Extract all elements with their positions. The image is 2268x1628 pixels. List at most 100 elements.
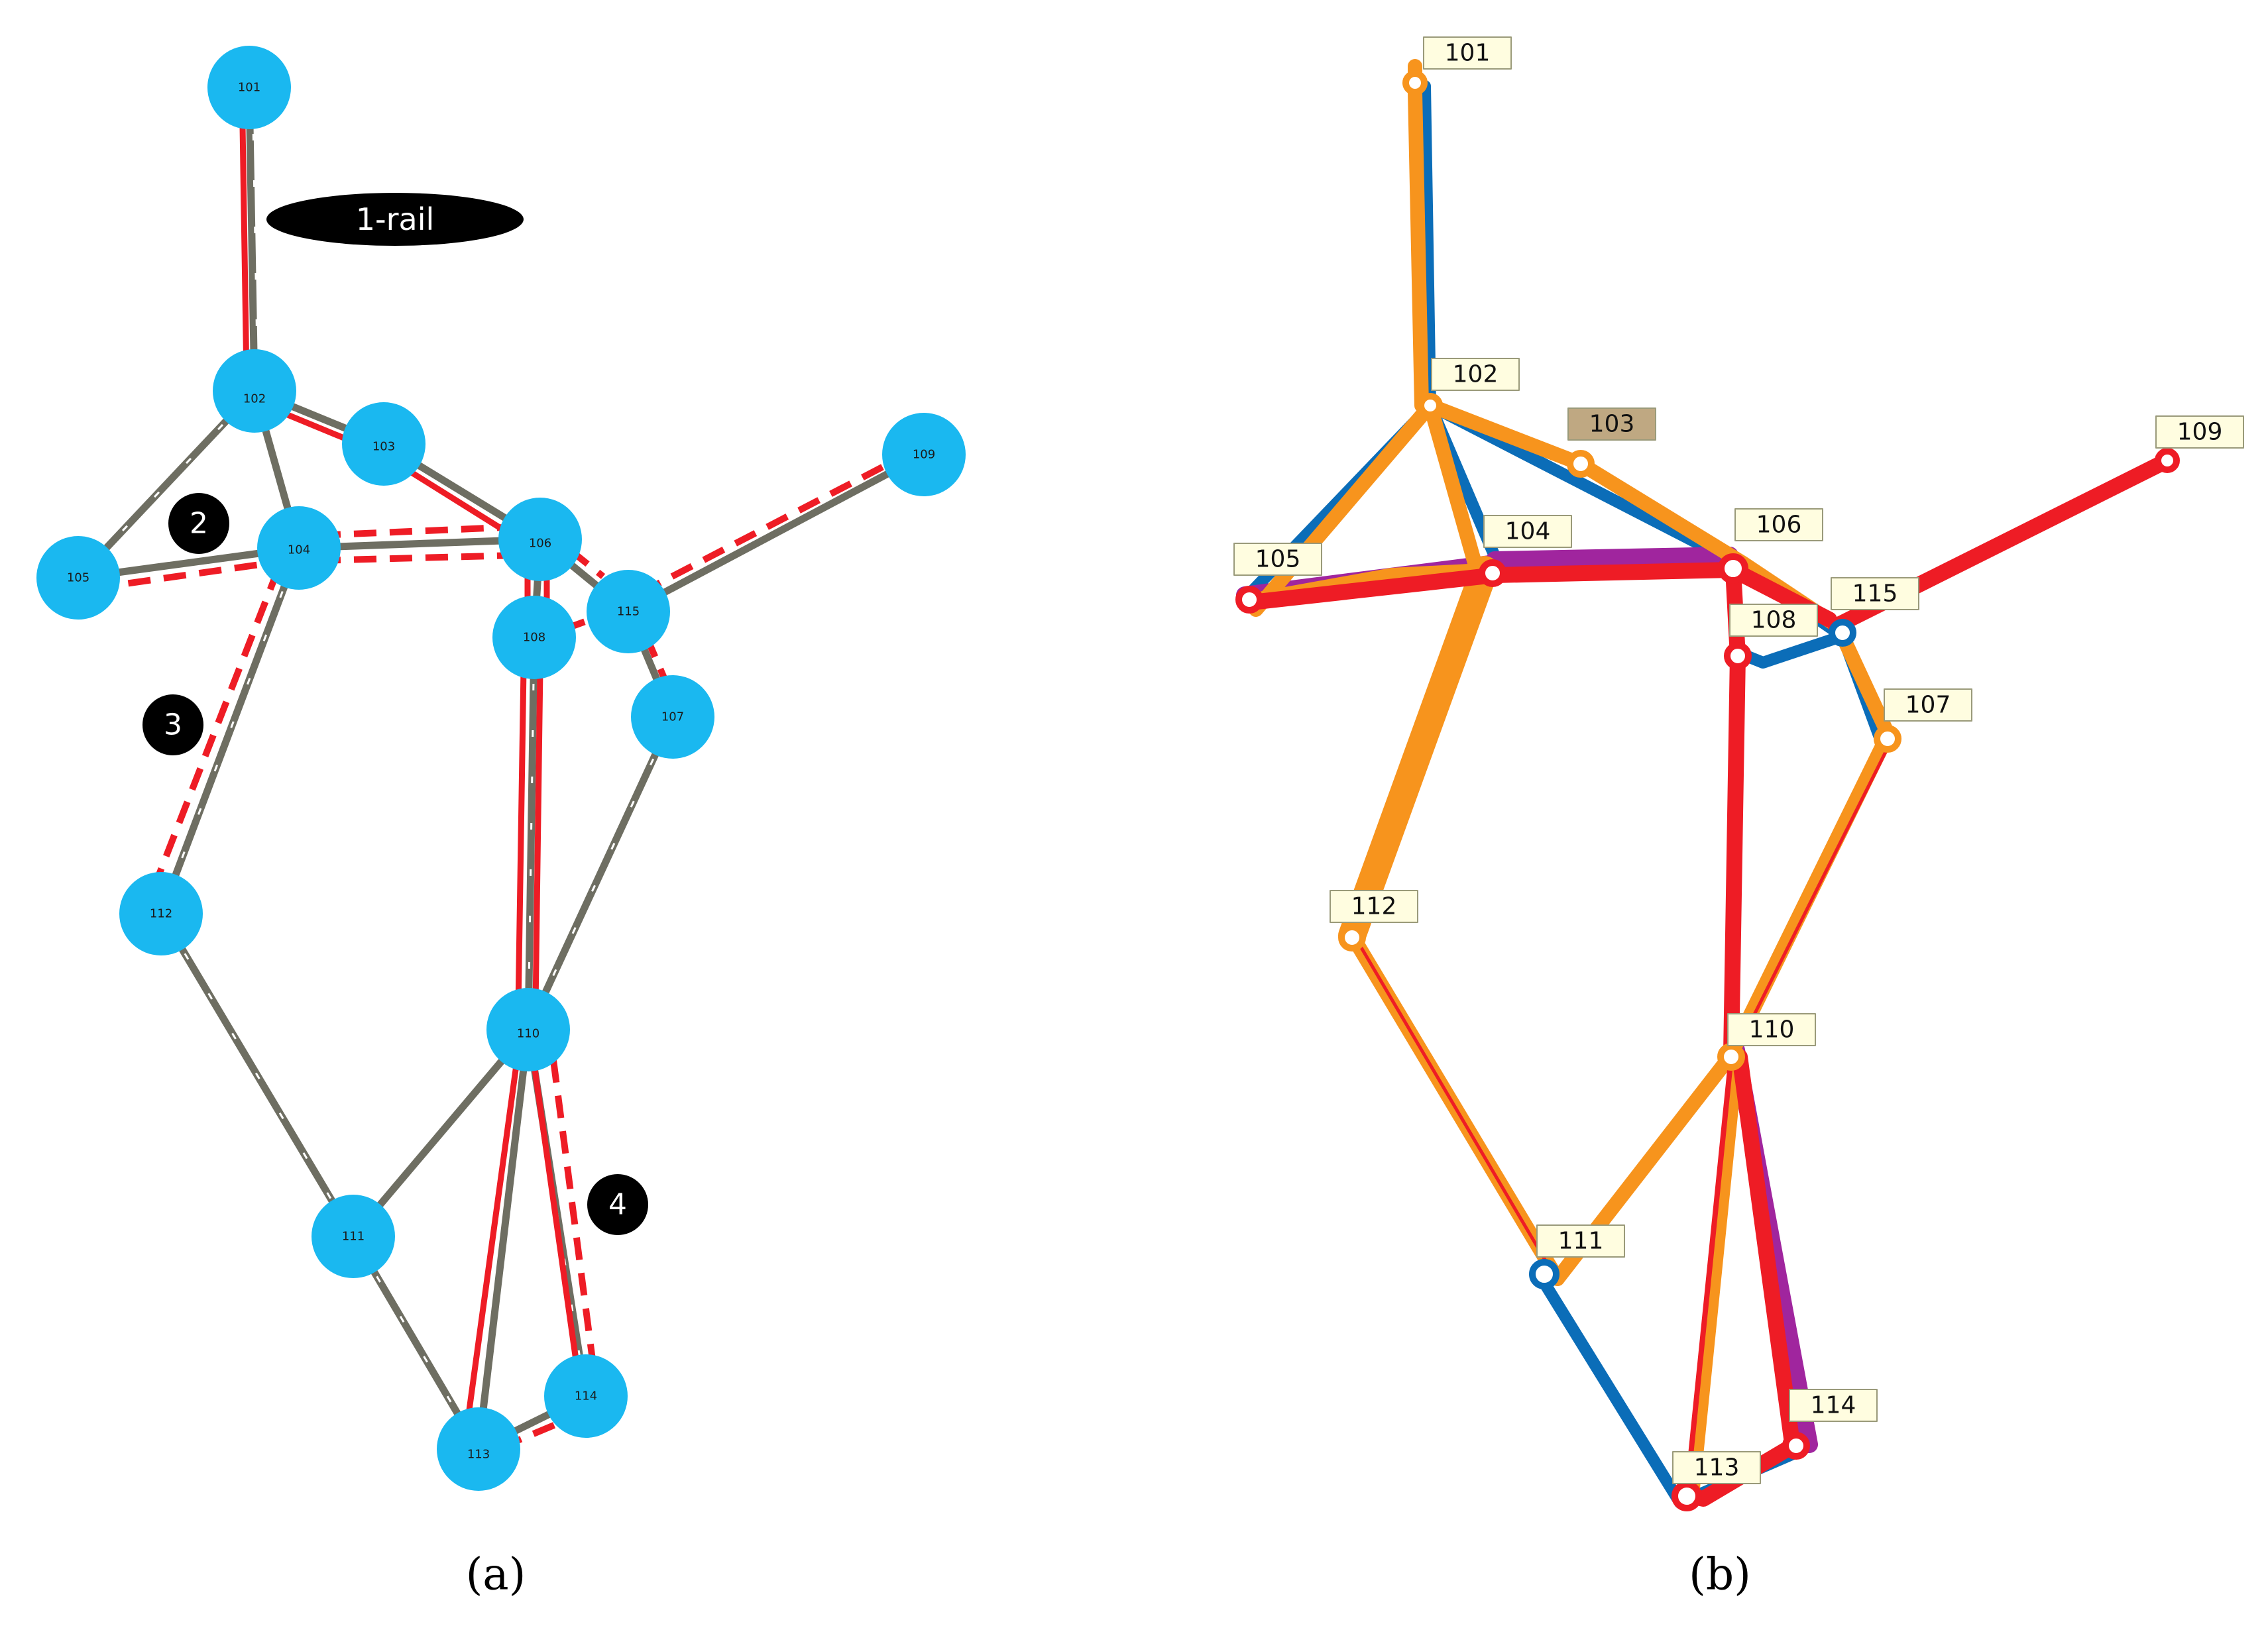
red-108-110: [1723, 648, 1746, 1061]
track-inner-108-110: [527, 637, 536, 1030]
dashed-110-114: [550, 1059, 596, 1366]
node-label-107: 107: [661, 710, 684, 724]
purple-104-106: [1486, 547, 1738, 569]
red-110-113: [1684, 1054, 1734, 1497]
tag-104-label: 104: [1505, 518, 1551, 545]
node-107[interactable]: [631, 675, 714, 759]
orange-102-104: [1423, 398, 1484, 577]
ring-115[interactable]: [1829, 619, 1856, 647]
node-label-112: 112: [150, 907, 172, 921]
node-label-113: 113: [467, 1448, 490, 1462]
track-107-110: [524, 713, 677, 1034]
tag-108-box: [1729, 604, 1818, 637]
panel-a-gray-tracks: [74, 83, 928, 1453]
tag-105-box: [1233, 543, 1322, 576]
track-101-102: [245, 83, 258, 395]
ring-104[interactable]: [1479, 559, 1506, 587]
ring-105[interactable]: [1235, 586, 1263, 614]
panel-b-node-tags: [1233, 36, 2244, 1484]
node-112[interactable]: [119, 872, 203, 955]
node-110[interactable]: [486, 988, 570, 1071]
panel-a-node-labels: 101 102 103 104 105 106 107 108 109 110 …: [67, 81, 935, 1462]
ring-103[interactable]: [1567, 450, 1595, 478]
ring-114[interactable]: [1782, 1432, 1810, 1460]
ring-111[interactable]: [1529, 1259, 1559, 1289]
track-110-113: [475, 1026, 532, 1453]
marker-2-label: 2: [190, 507, 208, 541]
orange-104-112: [1338, 556, 1499, 950]
node-101[interactable]: [207, 46, 291, 129]
tag-115-box: [1831, 577, 1919, 610]
marker-3-circle: [142, 694, 203, 755]
tag-107-box: [1884, 688, 1972, 722]
ring-107[interactable]: [1874, 725, 1901, 753]
panel-a: 101 102 103 104 105 106 107 108 109 110 …: [36, 46, 966, 1600]
node-label-109: 109: [913, 448, 935, 462]
ring-113[interactable]: [1672, 1481, 1702, 1511]
node-111[interactable]: [312, 1195, 395, 1278]
tag-106-box: [1734, 508, 1823, 541]
tag-109-label: 109: [2177, 419, 2223, 446]
tag-110-box: [1727, 1013, 1816, 1046]
tag-112-label: 112: [1351, 893, 1397, 920]
node-105[interactable]: [36, 536, 120, 620]
node-label-114: 114: [575, 1389, 597, 1403]
rail-108-110-b: [532, 666, 543, 1010]
panel-a-nodes: [36, 46, 966, 1491]
orange-115-107: [1835, 629, 1893, 736]
node-115[interactable]: [587, 570, 670, 653]
ring-102[interactable]: [1418, 393, 1443, 418]
marker-4-circle: [587, 1174, 648, 1235]
ring-108[interactable]: [1724, 642, 1752, 670]
node-114[interactable]: [544, 1354, 628, 1438]
node-108[interactable]: [492, 596, 576, 679]
panel-b-caption: (b): [1689, 1549, 1751, 1600]
marker-4-label: 4: [608, 1188, 627, 1222]
rail-108-110-a: [515, 666, 527, 1010]
node-label-104: 104: [288, 543, 310, 557]
tag-114-box: [1789, 1389, 1878, 1422]
node-label-102: 102: [243, 392, 266, 406]
node-label-106: 106: [529, 537, 551, 551]
tag-107-label: 107: [1905, 692, 1951, 719]
track-102-105: [74, 387, 258, 582]
panel-b-node-tag-labels: 101 102 103 104 105 106 107 108 109 110 …: [1255, 40, 2223, 1482]
node-label-101: 101: [238, 81, 260, 95]
node-109[interactable]: [882, 413, 966, 496]
panel-b: 101 102 103 104 105 106 107 108 109 110 …: [1233, 36, 2244, 1600]
tag-109-box: [2155, 415, 2244, 449]
node-104[interactable]: [257, 506, 341, 590]
ring-110[interactable]: [1717, 1043, 1745, 1071]
blue-104-106-115-107: [1495, 557, 1885, 741]
ring-101[interactable]: [1402, 70, 1428, 95]
orange-110-113: [1684, 1050, 1744, 1508]
track-inner-101-102: [251, 87, 259, 392]
track-inner-112-111: [160, 913, 355, 1237]
panel-a-red-solid: [239, 123, 580, 1428]
rail-callout-label: 1-rail: [356, 201, 435, 237]
node-103[interactable]: [342, 402, 425, 486]
tag-111-box: [1536, 1224, 1625, 1258]
panel-b-node-rings: [1235, 70, 2180, 1511]
node-102[interactable]: [213, 349, 296, 433]
rail-110-114: [530, 1057, 580, 1368]
tag-104-box: [1483, 515, 1572, 548]
tag-111-label: 111: [1558, 1228, 1604, 1255]
red-110-114: [1732, 1049, 1801, 1456]
node-113[interactable]: [437, 1407, 520, 1491]
dashed-105-104: [92, 559, 279, 592]
ring-112[interactable]: [1338, 924, 1366, 951]
node-106[interactable]: [498, 498, 582, 581]
tag-112-box: [1330, 890, 1418, 923]
dashed-115-109: [638, 454, 903, 596]
orange-110-107: [1723, 728, 1895, 1064]
red-112-111: [1353, 936, 1556, 1277]
rail-callout-ellipse: [266, 193, 524, 246]
ring-109[interactable]: [2155, 448, 2180, 473]
dashed-104-112: [153, 567, 282, 883]
orange-101-102: [1408, 59, 1429, 413]
ring-106[interactable]: [1718, 553, 1748, 584]
rail-103-106: [394, 461, 507, 533]
node-label-110: 110: [517, 1027, 539, 1041]
